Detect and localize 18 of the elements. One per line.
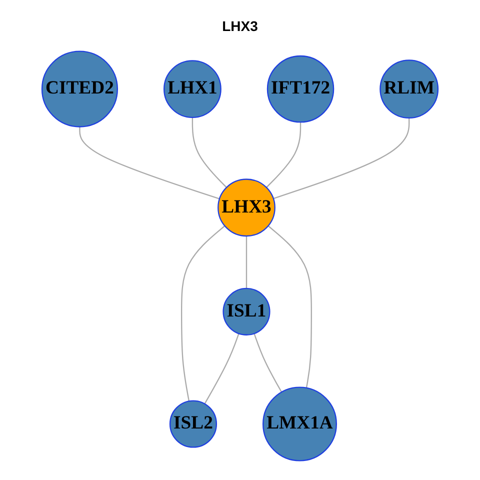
connector [192,117,227,188]
node-circle: IFT172 [266,55,334,123]
node-circle: CITED2 [41,50,118,128]
connector [180,225,226,402]
connector [246,236,248,288]
connector [273,118,410,200]
title: LHX3 [222,18,258,34]
connector [79,126,220,200]
connector [204,333,240,404]
node-circle: LHX1 [164,60,222,118]
node-circle: LMX1A [262,386,337,462]
connector [268,225,312,388]
node-circle: RLIM [380,60,439,119]
node-circle: ISL1 [222,288,270,336]
node-circle: ISL2 [169,400,218,448]
node-circle: LHX3 [218,178,276,237]
connector [254,333,282,392]
connector [266,122,302,188]
